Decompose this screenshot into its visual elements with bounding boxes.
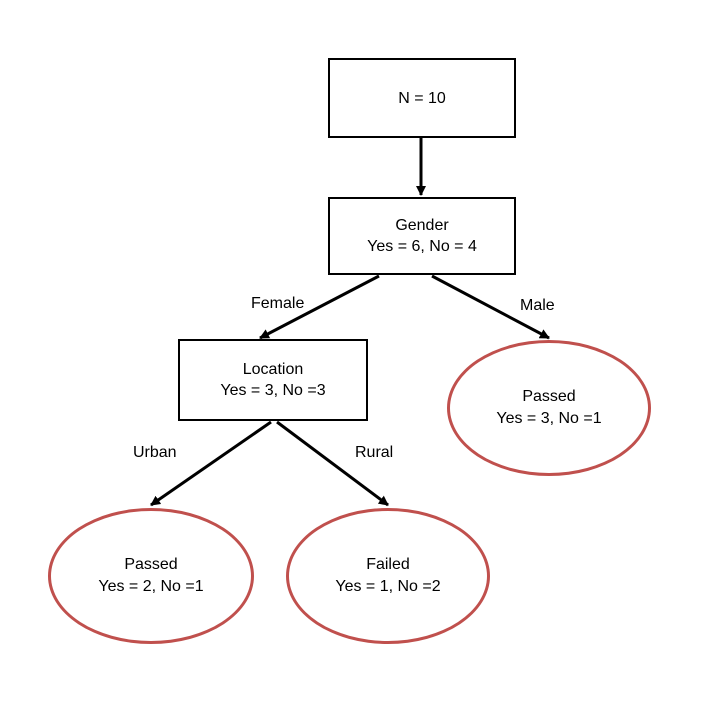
edge-label-rural: Rural [355, 444, 394, 461]
urban-leaf-title: Passed [124, 556, 178, 573]
location-node-title: Location [242, 361, 304, 378]
edge-gender-to-male-leaf [431, 274, 550, 340]
rural-leaf-title: Failed [366, 556, 410, 573]
edge-label-urban: Urban [133, 444, 177, 461]
location-node-counts: Yes = 3, No =3 [220, 382, 326, 399]
gender-node-title: Gender [395, 217, 449, 234]
root-node: N = 10 [328, 58, 516, 138]
urban-leaf-node: Passed Yes = 2, No =1 [48, 508, 254, 644]
urban-leaf-counts: Yes = 2, No =1 [98, 578, 204, 595]
male-leaf-node: Passed Yes = 3, No =1 [447, 340, 651, 476]
root-node-label: N = 10 [398, 89, 446, 107]
edge-location-to-rural-leaf [276, 420, 389, 507]
male-leaf-counts: Yes = 3, No =1 [496, 410, 602, 427]
gender-node: Gender Yes = 6, No = 4 [328, 197, 516, 275]
rural-leaf-node: Failed Yes = 1, No =2 [286, 508, 490, 644]
rural-leaf-counts: Yes = 1, No =2 [335, 578, 441, 595]
edge-gender-to-location [259, 274, 380, 340]
male-leaf-title: Passed [522, 388, 576, 405]
gender-node-counts: Yes = 6, No = 4 [367, 238, 477, 255]
edge-label-male: Male [520, 297, 555, 314]
edge-label-female: Female [251, 295, 305, 312]
edge-location-to-urban-leaf [150, 420, 272, 507]
location-node: Location Yes = 3, No =3 [178, 339, 368, 421]
